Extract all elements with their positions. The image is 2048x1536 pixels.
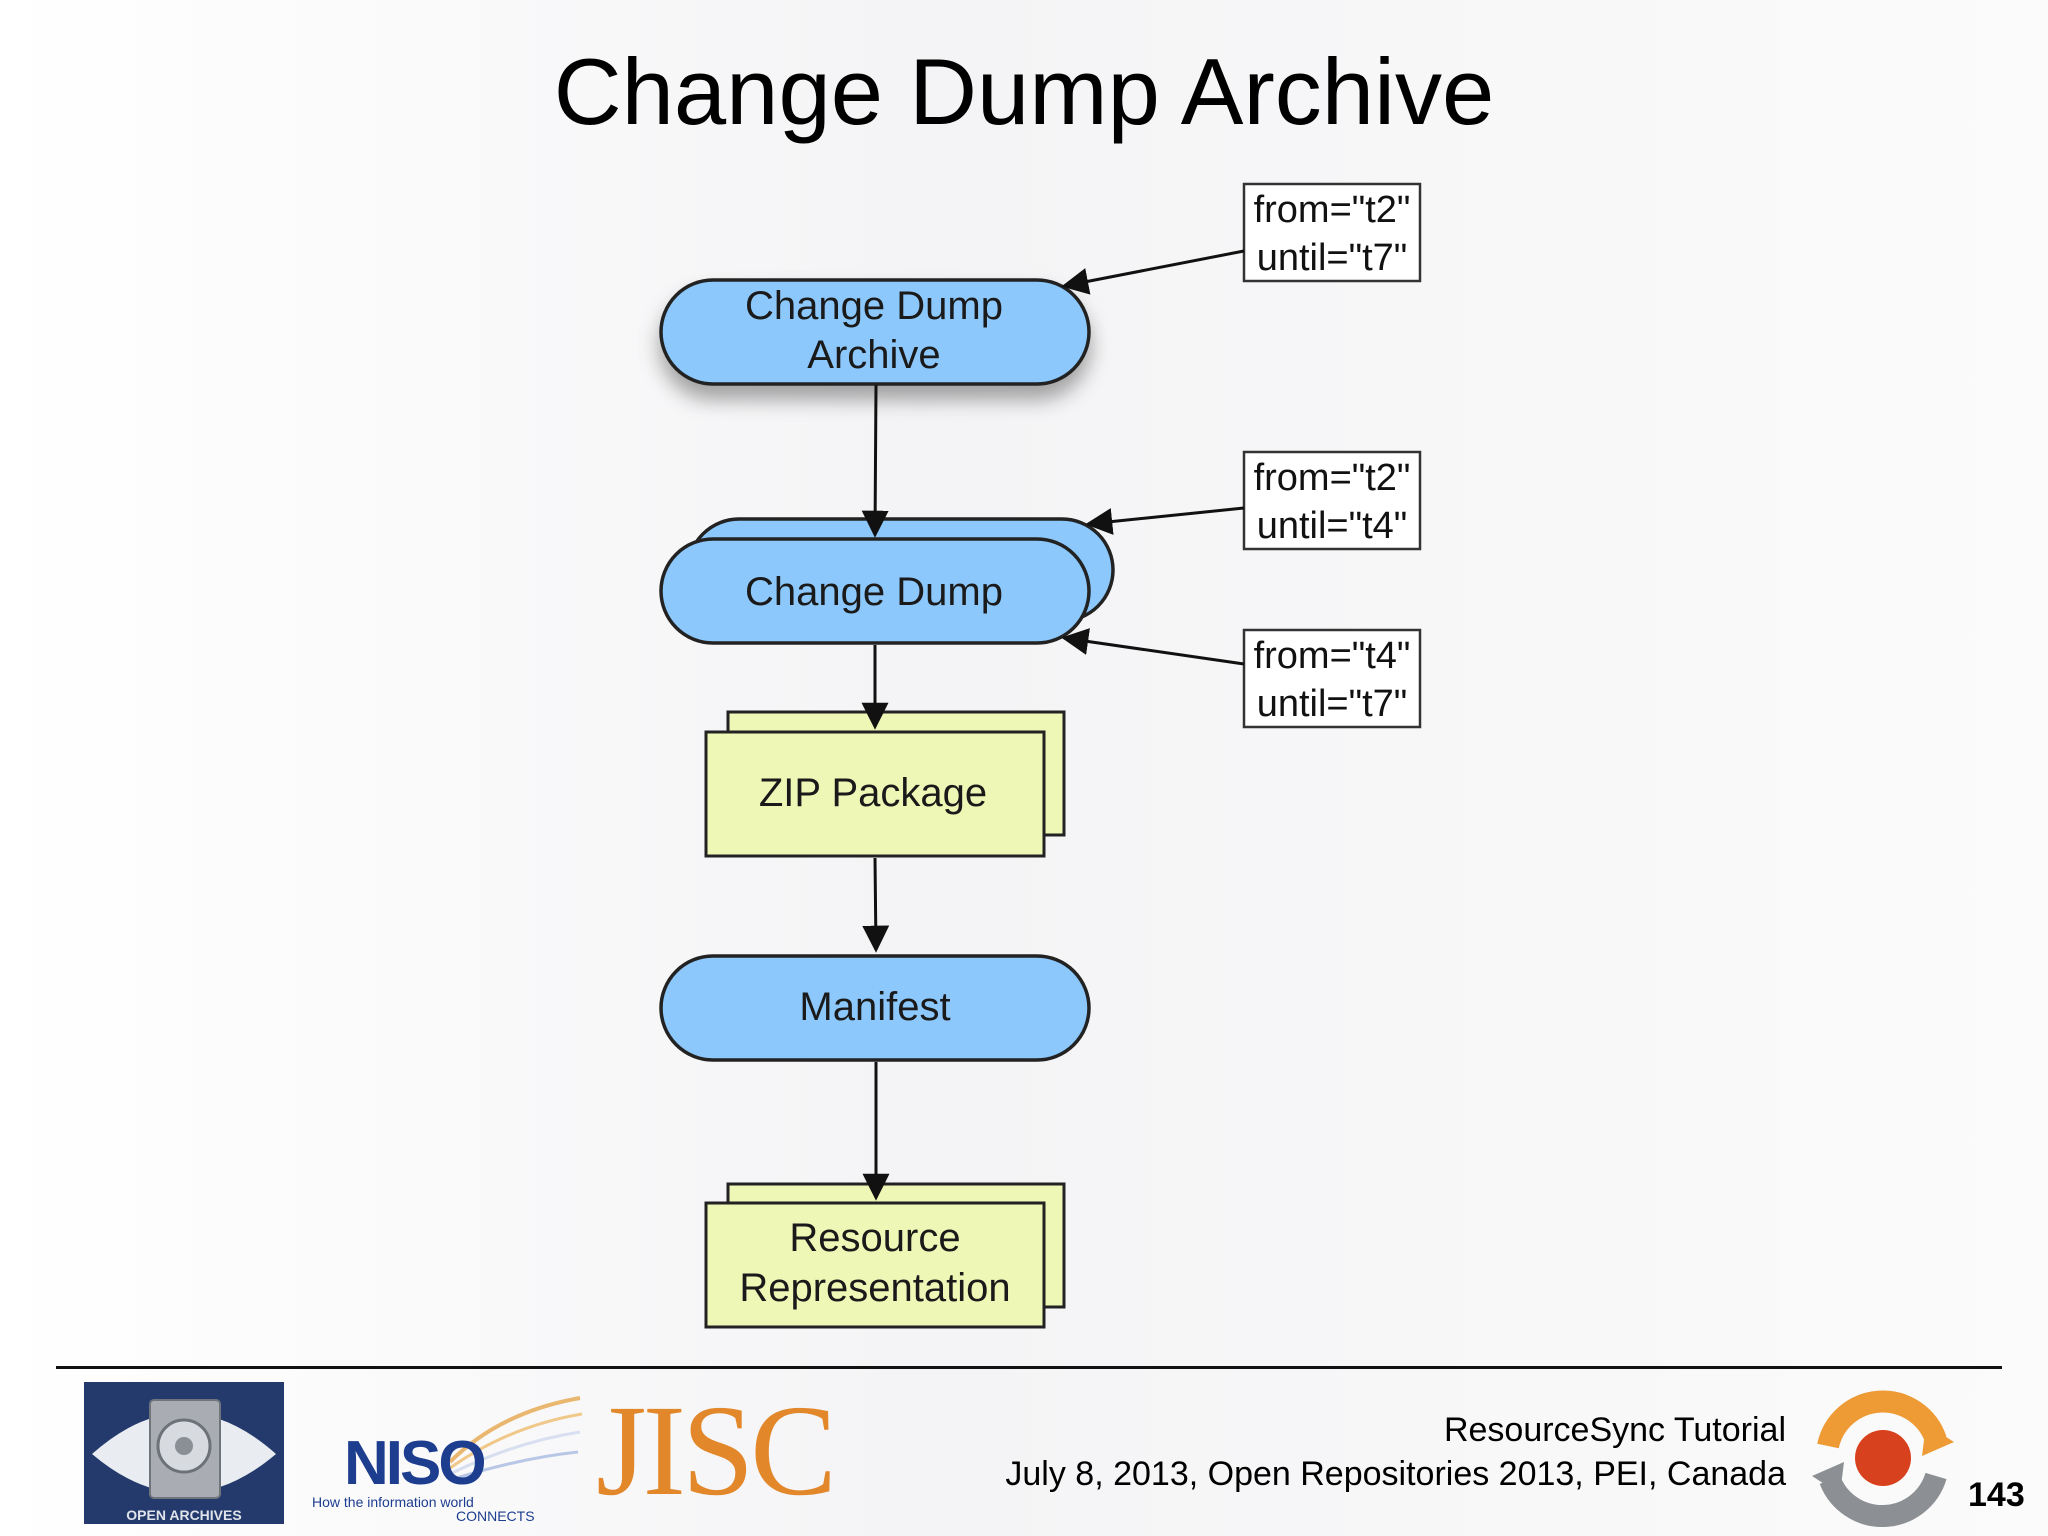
change-dump-archive-label-line2: Archive — [807, 333, 940, 377]
dump2-range-from: from="t4" — [1254, 635, 1411, 677]
arrow-archive-range — [1061, 249, 1245, 295]
page-number: 143 — [1968, 1476, 2025, 1514]
dump2-range-annotation: from="t4" until="t7" — [1242, 628, 1422, 729]
resourcesync-logo-icon — [1812, 1390, 1954, 1528]
resource-representation-front-sheet — [704, 1201, 1046, 1329]
niso-wordmark: NISO — [344, 1429, 487, 1498]
footer-line-tutorial: ResourceSync Tutorial — [1443, 1411, 1786, 1449]
change-dump-front-capsule — [659, 537, 1091, 645]
zip-package-front-sheet — [704, 730, 1046, 858]
resource-representation-label-line2: Representation — [739, 1266, 1010, 1310]
resource-representation-node: Resource Representation — [704, 1182, 1066, 1329]
footer-divider — [56, 1366, 2002, 1369]
change-dump-archive-label-line1: Change Dump — [745, 284, 1003, 328]
slide-title: Change Dump Archive — [553, 39, 1495, 144]
footer-line-event: July 8, 2013, Open Repositories 2013, PE… — [1005, 1455, 1786, 1493]
archive-range-annotation: from="t2" until="t7" — [1242, 182, 1422, 283]
open-archives-logo: OPEN ARCHIVES — [84, 1382, 284, 1524]
arrow-dump1-range — [1085, 506, 1245, 535]
footer-caption: ResourceSync Tutorial July 8, 2013, Open… — [1005, 1408, 1786, 1496]
dump1-range-from: from="t2" — [1254, 457, 1411, 499]
change-dump-node: Change Dump — [659, 517, 1115, 645]
archive-range-until: until="t7" — [1257, 237, 1408, 279]
dump1-range-annotation: from="t2" until="t4" — [1242, 450, 1422, 551]
niso-swoosh-icon — [448, 1396, 583, 1482]
manifest-label: Manifest — [799, 985, 950, 1029]
flow-diagram: Change Dump Archive Change Dump ZIP Pack… — [659, 182, 1422, 1329]
change-dump-archive-node: Change Dump Archive — [659, 278, 1091, 386]
dump1-range-until: until="t4" — [1257, 505, 1408, 547]
manifest-node: Manifest — [659, 954, 1091, 1062]
niso-tagline-2: CONNECTS — [456, 1508, 535, 1524]
change-dump-label: Change Dump — [745, 570, 1003, 614]
open-archives-logo-text: OPEN ARCHIVES — [126, 1507, 241, 1523]
resource-representation-label-line1: Resource — [789, 1216, 960, 1260]
dump2-range-until: until="t7" — [1257, 683, 1408, 725]
arrow-dump2-range — [1061, 628, 1245, 666]
arrow-zip-to-manifest — [862, 857, 890, 953]
archive-range-from: from="t2" — [1254, 189, 1411, 231]
zip-package-node: ZIP Package — [704, 710, 1066, 858]
zip-package-label: ZIP Package — [759, 771, 987, 815]
jisc-logo: JISC — [596, 1379, 837, 1523]
arrow-archive-to-dump — [861, 384, 889, 538]
niso-logo: NISO How the information world CONNECTS — [310, 1392, 590, 1524]
niso-tagline-1: How the information world — [312, 1494, 474, 1510]
